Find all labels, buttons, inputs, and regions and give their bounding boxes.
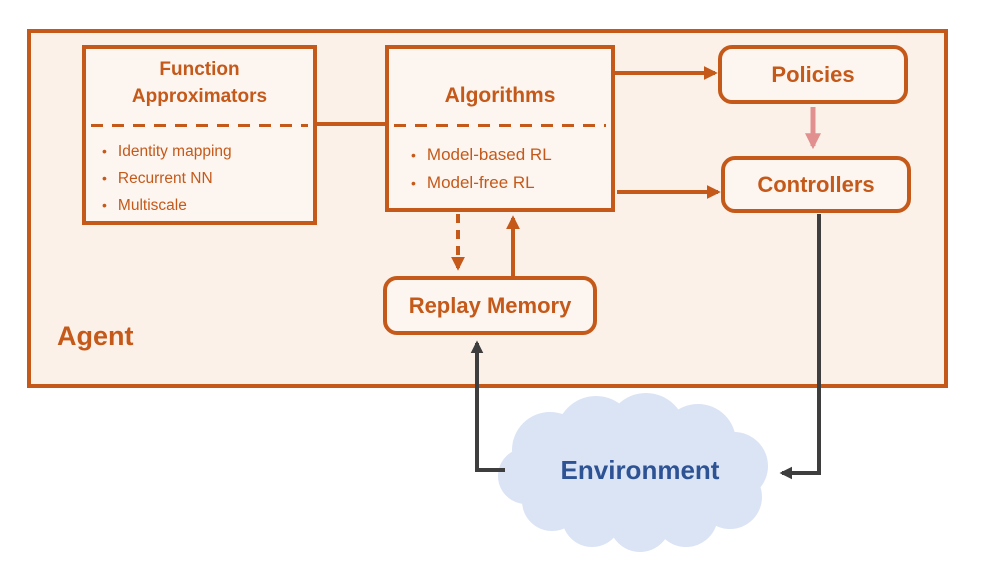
controllers-label: Controllers	[757, 171, 875, 197]
list-item-label: Model-free RL	[426, 173, 535, 192]
list-item: • Multiscale	[102, 192, 311, 219]
function-approximators-divider	[91, 124, 308, 127]
policies-box: Policies	[718, 45, 908, 104]
algorithms-title: Algorithms	[444, 84, 556, 107]
function-approximators-title-line2: Approximators	[131, 86, 268, 107]
algorithms-divider	[394, 124, 606, 127]
function-approximators-list: • Identity mapping • Recurrent NN • Mult…	[102, 138, 311, 219]
function-approximators-box: Function Approximators • Identity mappin…	[82, 45, 317, 225]
bullet-icon: •	[102, 143, 107, 159]
bullet-icon: •	[102, 197, 107, 213]
list-item: • Identity mapping	[102, 138, 311, 165]
environment-label: Environment	[560, 455, 720, 485]
bullet-icon: •	[411, 175, 416, 191]
function-approximators-algorithms-connector	[317, 122, 385, 126]
list-item-label: Model-based RL	[426, 145, 552, 164]
replay-memory-box: Replay Memory	[383, 276, 597, 335]
list-item: • Model-based RL	[411, 141, 609, 169]
list-item-label: Recurrent NN	[117, 170, 213, 187]
controllers-box: Controllers	[721, 156, 911, 213]
agent-label: Agent	[57, 321, 134, 351]
replay-memory-label: Replay Memory	[408, 292, 572, 318]
list-item: • Recurrent NN	[102, 165, 311, 192]
algorithms-box: Algorithms • Model-based RL • Model-free…	[385, 45, 615, 212]
list-item: • Model-free RL	[411, 169, 609, 197]
function-approximators-title: Function Approximators	[86, 56, 313, 110]
list-item-label: Identity mapping	[117, 143, 232, 160]
bullet-icon: •	[411, 147, 416, 163]
policies-label: Policies	[771, 61, 855, 87]
bullet-icon: •	[102, 170, 107, 186]
algorithms-list: • Model-based RL • Model-free RL	[411, 141, 609, 197]
function-approximators-title-line1: Function	[159, 59, 240, 80]
list-item-label: Multiscale	[117, 197, 187, 214]
